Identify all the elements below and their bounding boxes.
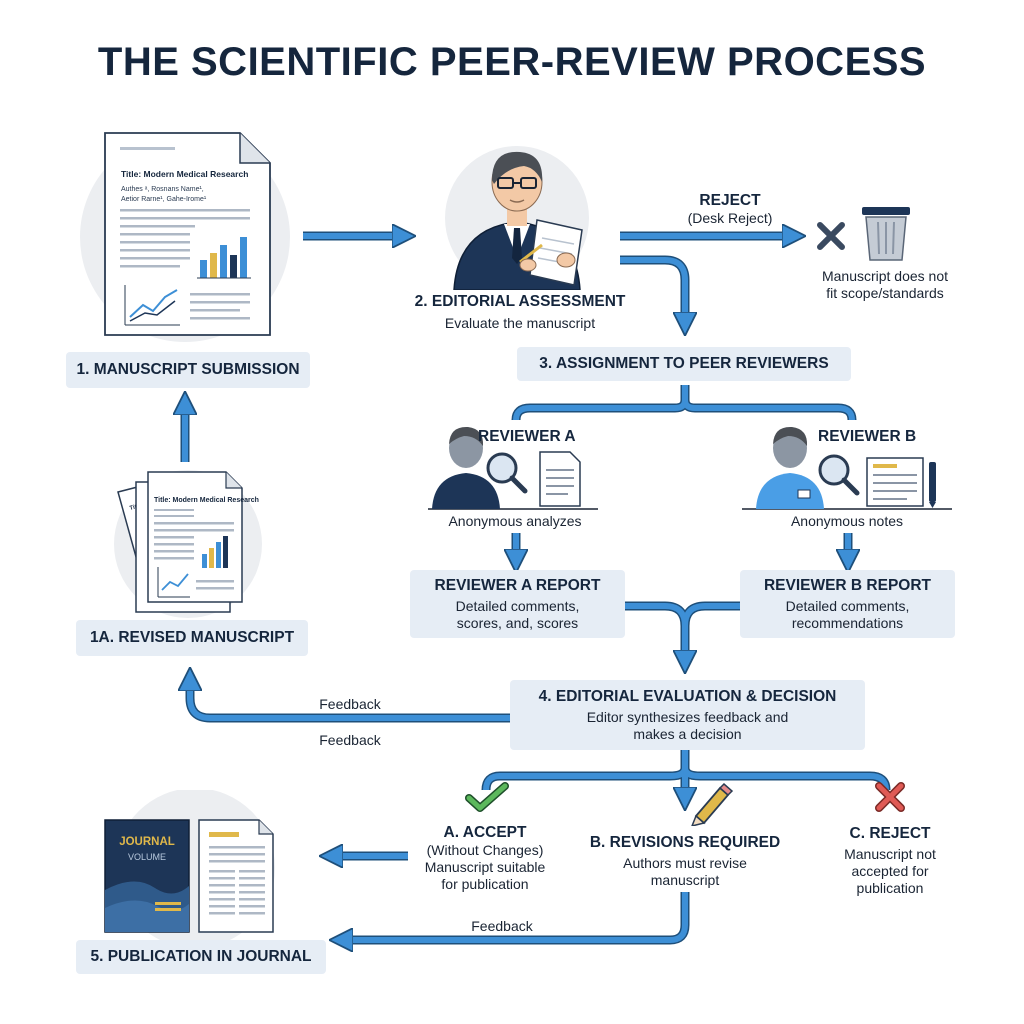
desk-reject-note: Manuscript does not fit scope/standards bbox=[800, 268, 970, 302]
manuscript-doc-authors-2: Aetior Rarne¹, Gahe-Irome¹ bbox=[121, 196, 207, 203]
reviewer-a-label: REVIEWER A bbox=[478, 428, 608, 446]
revised-manuscript-icon: Title Title: Modern Medical Research bbox=[114, 470, 262, 618]
page-title: THE SCIENTIFIC PEER-REVIEW PROCESS bbox=[97, 40, 927, 84]
outcome-accept: A. ACCEPT (Without Changes) Manuscript s… bbox=[405, 824, 565, 893]
arrow-editorial-to-assignment bbox=[620, 257, 685, 325]
editor-avatar-icon bbox=[445, 146, 589, 290]
manuscript-doc-authors-1: Authes ᵃ, Rosnans Name¹, bbox=[121, 186, 204, 193]
step-publication-label: 5. PUBLICATION IN JOURNAL bbox=[90, 948, 312, 965]
step-assignment-to-reviewers: 3. ASSIGNMENT TO PEER REVIEWERS bbox=[517, 347, 851, 381]
bracket-decision-right bbox=[682, 767, 889, 791]
outcome-accept-line1: Manuscript suitable bbox=[424, 859, 546, 875]
reviewer-a-report-title: REVIEWER A REPORT bbox=[434, 576, 601, 594]
reviewer-a-icon bbox=[428, 426, 598, 510]
outcome-reject: C. REJECT Manuscript not accepted for pu… bbox=[815, 825, 965, 897]
reviewer-b-icon bbox=[742, 426, 952, 510]
feedback-label-bottom: Feedback bbox=[319, 732, 381, 748]
step-editorial-decision-line2: makes a decision bbox=[633, 725, 742, 742]
outcome-revisions-title: B. REVISIONS REQUIRED bbox=[589, 834, 781, 851]
step-revised-manuscript: 1A. REVISED MANUSCRIPT bbox=[76, 620, 308, 656]
bracket-decision-left bbox=[483, 767, 688, 791]
step-revised-manuscript-label: 1A. REVISED MANUSCRIPT bbox=[89, 629, 295, 646]
outcome-accept-subtitle: (Without Changes) bbox=[426, 842, 544, 858]
reviewer-b-report: REVIEWER B REPORT Detailed comments, rec… bbox=[740, 570, 955, 638]
reject-cross-icon bbox=[875, 782, 905, 812]
outcome-accept-title: A. ACCEPT bbox=[443, 824, 527, 841]
outcome-reject-line1: Manuscript not bbox=[844, 846, 936, 862]
reviewer-b-report-line2: recommendations bbox=[791, 614, 904, 631]
revised-doc-title: Title: Modern Medical Research bbox=[154, 497, 259, 504]
reviewer-b-label: REVIEWER B bbox=[818, 428, 948, 446]
reviewer-b-note: Anonymous notes bbox=[752, 513, 942, 531]
outcome-revisions-line1: Authors must revise bbox=[623, 855, 747, 871]
desk-reject-subtitle: (Desk Reject) bbox=[687, 210, 773, 226]
feedback-label-top: Feedback bbox=[319, 696, 381, 712]
arrow-decision-to-revised bbox=[190, 678, 510, 721]
bracket-assignment-left bbox=[513, 385, 688, 421]
outcome-reject-line2: accepted for bbox=[851, 863, 929, 879]
step-editorial-decision-title: 4. EDITORIAL EVALUATION & DECISION bbox=[538, 687, 837, 705]
arrow-report-a-to-decision bbox=[625, 603, 685, 663]
outcome-reject-title: C. REJECT bbox=[849, 825, 931, 842]
step-publication-in-journal: 5. PUBLICATION IN JOURNAL bbox=[76, 940, 326, 974]
arrow-revisions-to-publication bbox=[340, 892, 688, 940]
feedback-label-publication: Feedback bbox=[471, 918, 533, 934]
step-editorial-assessment-subtitle: Evaluate the manuscript bbox=[444, 315, 596, 331]
reviewer-b-note-text: Anonymous notes bbox=[790, 513, 904, 529]
manuscript-document-icon: Title: Modern Medical Research Authes ᵃ,… bbox=[80, 132, 290, 342]
reviewer-a-report-line2: scores, and, scores bbox=[456, 614, 579, 631]
step-manuscript-submission-label: 1. MANUSCRIPT SUBMISSION bbox=[76, 361, 300, 378]
reviewer-a-report: REVIEWER A REPORT Detailed comments, sco… bbox=[410, 570, 625, 638]
reject-x-icon bbox=[817, 222, 845, 250]
reviewer-a-title: REVIEWER A bbox=[478, 428, 576, 445]
step-editorial-assessment-title: 2. EDITORIAL ASSESSMENT bbox=[414, 293, 626, 310]
outcome-accept-line2: for publication bbox=[441, 876, 529, 892]
bracket-assignment-right bbox=[682, 399, 855, 421]
outcome-reject-line3: publication bbox=[856, 880, 924, 896]
trash-bin-icon bbox=[862, 207, 910, 261]
pencil-icon bbox=[691, 782, 734, 826]
desk-reject-label: REJECT (Desk Reject) bbox=[660, 192, 800, 227]
outcome-revisions-line2: manuscript bbox=[650, 872, 720, 888]
step-manuscript-submission: 1. MANUSCRIPT SUBMISSION bbox=[66, 352, 310, 388]
reviewer-a-report-line1: Detailed comments, bbox=[455, 597, 580, 614]
reviewer-b-title: REVIEWER B bbox=[818, 428, 917, 445]
step-editorial-decision-line1: Editor synthesizes feedback and bbox=[586, 708, 789, 725]
reviewer-b-report-title: REVIEWER B REPORT bbox=[763, 576, 932, 594]
step-editorial-decision: 4. EDITORIAL EVALUATION & DECISION Edito… bbox=[510, 680, 865, 750]
journal-cover-title: JOURNAL bbox=[119, 836, 175, 848]
outcome-revisions: B. REVISIONS REQUIRED Authors must revis… bbox=[580, 834, 790, 889]
journal-cover-volume: VOLUME bbox=[128, 852, 166, 862]
checkmark-icon bbox=[465, 782, 509, 812]
desk-reject-note-line2: fit scope/standards bbox=[826, 285, 944, 301]
journal-publication-icon: JOURNAL VOLUME bbox=[104, 790, 275, 940]
reviewer-b-report-line1: Detailed comments, bbox=[785, 597, 910, 614]
manuscript-doc-title: Title: Modern Medical Research bbox=[121, 169, 248, 179]
reviewer-a-note: Anonymous analyzes bbox=[420, 513, 610, 531]
desk-reject-title: REJECT bbox=[699, 192, 761, 209]
reviewer-a-note-text: Anonymous analyzes bbox=[448, 513, 582, 529]
step-assignment-label: 3. ASSIGNMENT TO PEER REVIEWERS bbox=[539, 355, 829, 372]
desk-reject-note-line1: Manuscript does not bbox=[821, 268, 949, 284]
connector-report-b-to-decision bbox=[682, 603, 740, 627]
step-editorial-assessment: 2. EDITORIAL ASSESSMENT Evaluate the man… bbox=[400, 293, 640, 332]
